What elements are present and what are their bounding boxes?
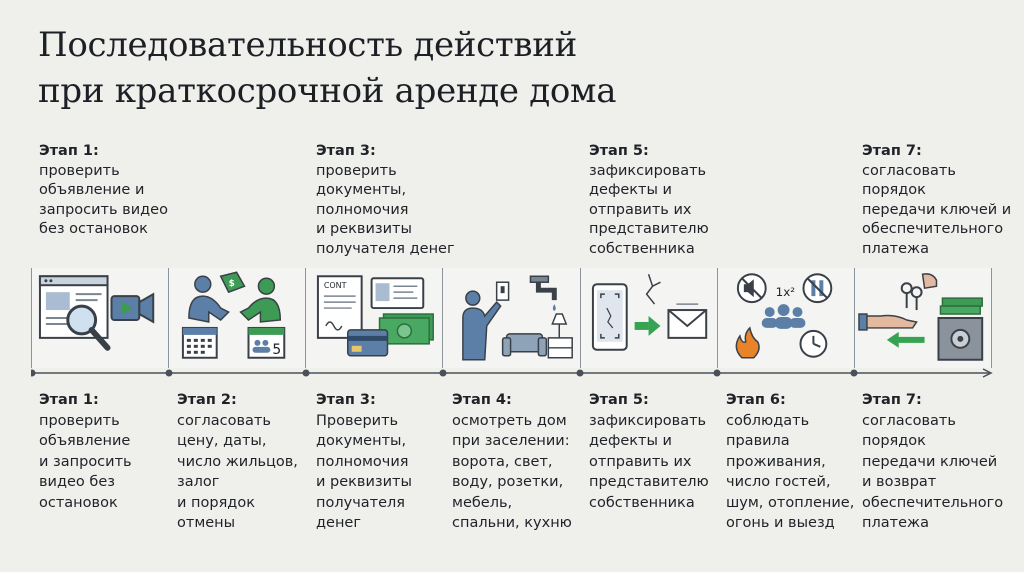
lamp-icon [548,313,574,359]
top-step-7: Этап 7: согласовать порядок передачи клю… [862,142,1011,259]
timeline-dot-5 [576,369,584,377]
panel-step-4-illustration [462,275,574,361]
timeline-axis [31,368,993,378]
bottom-step-4: Этап 4: осмотреть дом при заселении: вор… [452,390,588,534]
faucet-icon [530,275,558,312]
panel-step-6: 1x² [717,268,855,368]
contract-text: CONT [324,281,347,290]
bottom-step-3-text: Проверить документы, полномочия и реквиз… [316,412,412,532]
cracked-wall-icon [645,274,661,305]
bottom-step-1-text: проверить объявление и запросить видео б… [39,412,132,511]
bottom-step-2-label: Этап 2: [177,392,237,408]
envelope-icon [667,303,707,339]
panel-step-7-illustration [858,273,984,361]
bottom-step-1: Этап 1: проверить объявление и запросить… [39,390,175,513]
guests-calendar-icon: 5 [247,326,286,359]
video-camera-icon [110,292,155,324]
clock-icon [799,329,828,358]
bottom-step-5-label: Этап 5: [589,392,649,408]
bottom-step-7: Этап 7: согласовать порядок передачи клю… [862,390,1004,534]
page-title: Последовательность действий при краткоср… [38,22,616,114]
calendar-icon [182,326,218,359]
panel-step-2-illustration: $ 5 [182,271,286,359]
panel-step-1-illustration [38,275,155,351]
timeline-dot-7 [850,369,858,377]
return-arrow-icon [886,331,925,348]
phone-camera-icon [591,283,628,351]
bottom-step-4-label: Этап 4: [452,392,512,408]
top-step-5-label: Этап 5: [589,143,649,159]
sofa-icon [502,333,548,357]
guests-count: 5 [272,342,281,358]
page-title-line-1: Последовательность действий [38,25,577,65]
keys-hand-icon [900,273,938,311]
timeline-dot-1 [31,369,36,377]
guest-formula: 1x² [775,285,795,299]
panel-step-5 [580,268,718,368]
panel-step-3: CONT [306,268,444,368]
bank-card-icon [347,329,389,357]
price-tag-icon: $ [219,271,246,294]
top-step-1-text: проверить объявление и запросить видео б… [39,162,168,238]
bottom-step-3-label: Этап 3: [316,392,376,408]
top-step-3: Этап 3: проверить документы, полномочия … [316,142,455,259]
bottom-step-7-text: согласовать порядок передачи ключей и во… [862,412,1004,532]
timeline-dot-6 [713,369,721,377]
bottom-step-5-text: зафиксировать дефекты и отправить их пре… [589,412,709,511]
handshake-icon [188,275,282,323]
top-step-1: Этап 1: проверить объявление и запросить… [39,142,168,240]
illustration-strip: $ 5 CONT [31,268,992,368]
giving-hand-icon [858,313,918,331]
bottom-step-4-text: осмотреть дом при заселении: ворота, све… [452,412,572,532]
panel-step-2: $ 5 [169,268,307,368]
bottom-step-3: Этап 3: Проверить документы, полномочия … [316,390,452,534]
bottom-step-7-label: Этап 7: [862,392,922,408]
no-noise-icon [736,273,767,304]
contract-icon: CONT [317,275,363,339]
bottom-step-1-label: Этап 1: [39,392,99,408]
id-card-icon [370,277,425,310]
panel-step-4 [443,268,581,368]
magnifier-icon [66,304,111,351]
top-step-5: Этап 5: зафиксировать дефекты и отправит… [589,142,709,259]
person-switch-icon [462,281,510,361]
timeline-dot-2 [165,369,173,377]
panel-step-1 [32,268,170,368]
bottom-step-6-text: соблюдать правила проживания, число гост… [726,412,855,532]
svg-text:$: $ [229,279,235,289]
panel-step-7 [854,268,992,368]
timeline-dot-4 [439,369,447,377]
panel-step-3-illustration: CONT [317,275,435,357]
top-step-7-label: Этап 7: [862,143,922,159]
panel-step-6-illustration: 1x² [735,273,832,359]
timeline-dot-3 [302,369,310,377]
bottom-step-2-text: согласовать цену, даты, число жильцов, з… [177,412,298,532]
fire-icon [735,326,760,359]
bottom-step-5: Этап 5: зафиксировать дефекты и отправит… [589,390,725,513]
top-step-3-text: проверить документы, полномочия и реквиз… [316,162,455,257]
top-step-7-text: согласовать порядок передачи ключей и об… [862,162,1012,257]
send-arrow-icon [634,316,661,336]
no-smoking-icon [802,273,832,304]
top-step-3-label: Этап 3: [316,143,376,159]
bottom-step-2: Этап 2: согласовать цену, даты, число жи… [177,390,313,534]
money-stack-icon [939,297,983,315]
page-title-line-2: при краткосрочной аренде дома [38,71,617,111]
guest-formula-text: 1x² [775,285,795,299]
bottom-step-6: Этап 6: соблюдать правила проживания, чи… [726,390,862,534]
top-step-5-text: зафиксировать дефекты и отправить их пре… [589,162,709,257]
bottom-step-6-label: Этап 6: [726,392,786,408]
safe-icon [937,317,984,361]
top-step-1-label: Этап 1: [39,143,99,159]
panel-step-5-illustration [591,274,707,351]
guests-icon [761,304,806,329]
